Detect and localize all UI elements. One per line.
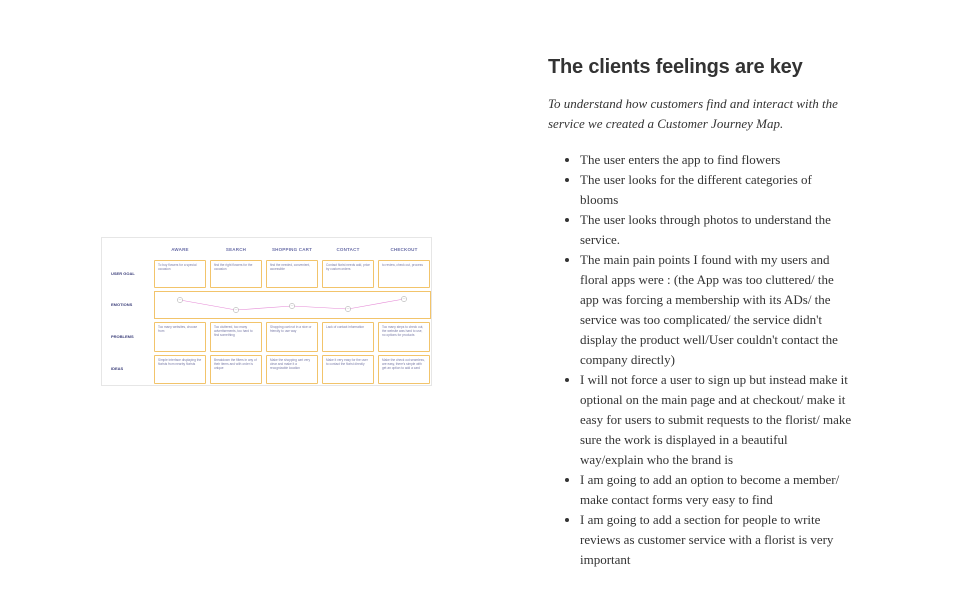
goal-cell: To buy flowers for a special occasion	[154, 260, 206, 288]
emotion-face-icon	[289, 303, 295, 309]
goal-cell: Contact florist needs add, price by cust…	[322, 260, 374, 288]
goal-cell: to review, check out, process	[378, 260, 430, 288]
customer-journey-map-image: AWARE SEARCH SHOPPING CART CONTACT CHECK…	[101, 237, 432, 386]
idea-cell: Make it very easy for the user to contac…	[322, 355, 374, 384]
emotion-face-icon	[177, 297, 183, 303]
section-heading: The clients feelings are key	[548, 56, 803, 78]
problem-cell: Too cluttered, too many advertisements, …	[210, 322, 262, 352]
stage-label: CONTACT	[336, 247, 360, 252]
problem-cell: Lack of contact information	[322, 322, 374, 352]
stage-label: AWARE	[171, 247, 189, 252]
emotion-face-icon	[401, 296, 407, 302]
list-item: I am going to add an option to become a …	[580, 470, 853, 510]
list-item: The user looks through photos to underst…	[580, 210, 853, 250]
list-item: The user enters the app to find flowers	[580, 150, 853, 170]
goal-cell: find the right flowers for the occasion	[210, 260, 262, 288]
idea-cell: Simple interface displaying the florists…	[154, 355, 206, 384]
intro-paragraph: To understand how customers find and int…	[548, 96, 838, 131]
idea-cell: Make the check out seamless, are easy, t…	[378, 355, 430, 384]
findings-list: The user enters the app to find flowers …	[548, 150, 853, 570]
goal-cell: find the needed, convenient, accessible	[266, 260, 318, 288]
row-label-emotions: EMOTIONS	[111, 302, 133, 307]
list-item: The main pain points I found with my use…	[580, 250, 853, 370]
stage-label: CHECKOUT	[390, 247, 418, 252]
row-label-ideas: IDEAS	[111, 366, 124, 371]
row-label-problems: PROBLEMS	[111, 334, 134, 339]
emotion-row	[154, 291, 431, 319]
row-label-user-goal: USER GOAL	[111, 271, 135, 276]
emotion-curve	[177, 296, 407, 313]
list-item: I will not force a user to sign up but i…	[580, 370, 853, 470]
idea-cell: Breakdown the filters in any of their it…	[210, 355, 262, 384]
stage-label: SEARCH	[225, 247, 247, 252]
emotion-face-icon	[233, 307, 239, 313]
list-item: I am going to add a section for people t…	[580, 510, 853, 570]
stage-label: SHOPPING CART	[271, 247, 313, 252]
idea-cell: Make the shopping cart very clear and ma…	[266, 355, 318, 384]
content-column: The clients feelings are key To understa…	[548, 52, 853, 570]
problem-cell: Too many websites, choose from	[154, 322, 206, 352]
problem-cell: Shopping cart not in a nice or friendly …	[266, 322, 318, 352]
list-item: The user looks for the different categor…	[580, 170, 853, 210]
problem-cell: Too many steps to check out, the website…	[378, 322, 430, 352]
emotion-face-icon	[345, 306, 351, 312]
